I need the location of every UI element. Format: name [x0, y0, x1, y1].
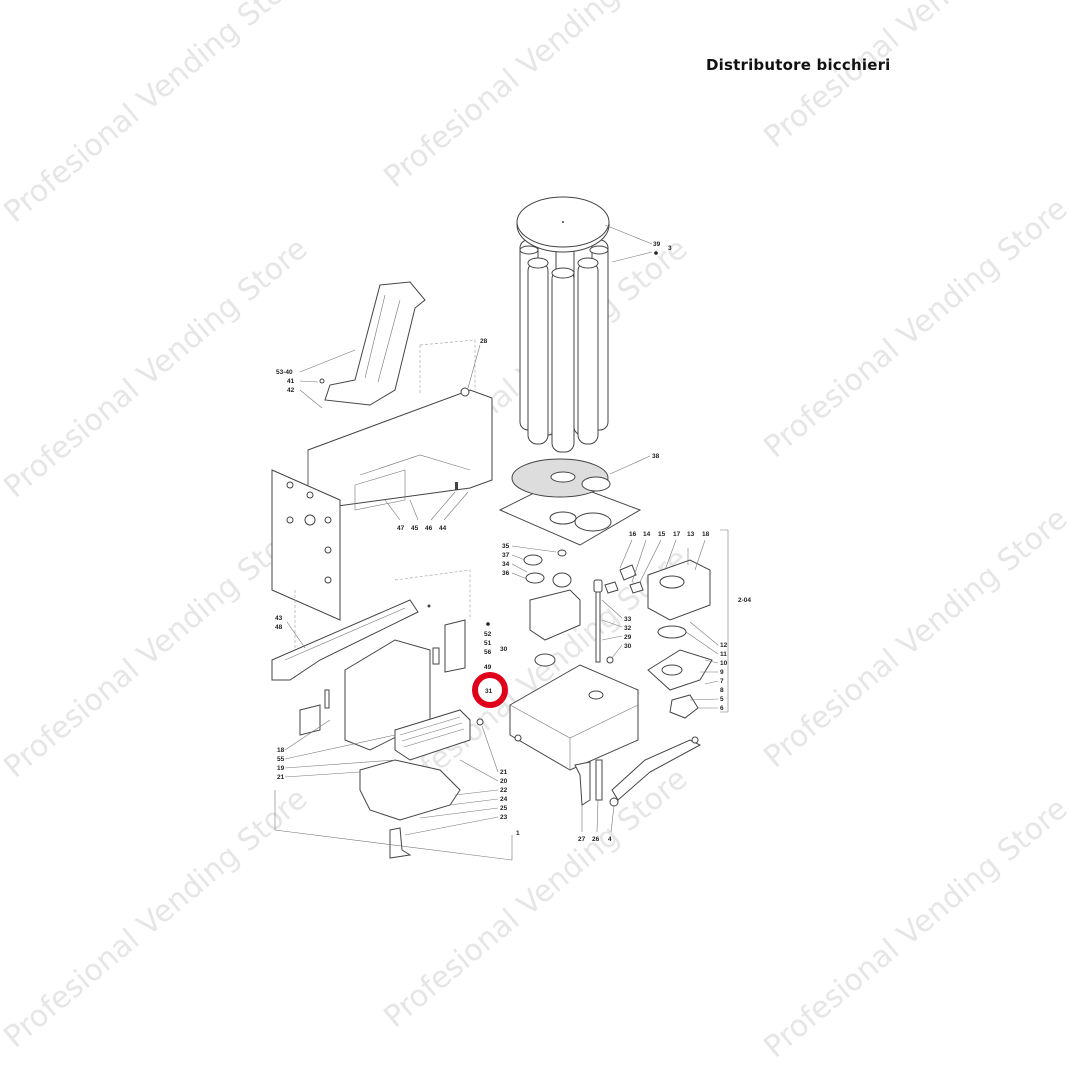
label-22: 22	[500, 787, 508, 794]
label-38: 38	[652, 453, 660, 460]
label-34: 34	[502, 561, 510, 568]
bottom-parts: 27 26 4	[574, 736, 702, 843]
label-26: 26	[592, 836, 600, 843]
cup-column: 39 3	[516, 196, 672, 453]
gear-stack: 35 37 34 36	[502, 543, 581, 641]
label-4: 4	[608, 836, 612, 843]
highlight-marker-31[interactable]: 31	[472, 672, 508, 708]
label-49: 49	[484, 664, 492, 671]
label-30-center: 30	[500, 646, 508, 653]
label-45: 45	[411, 525, 419, 532]
label-42: 42	[287, 387, 295, 394]
label-31: 31	[485, 688, 493, 695]
label-44: 44	[439, 525, 447, 532]
label-32: 32	[624, 625, 632, 632]
chute: 53-40 41 42	[276, 281, 426, 409]
label-55: 55	[277, 756, 285, 763]
label-5: 5	[720, 696, 724, 703]
label-25: 25	[500, 805, 508, 812]
motor-group: 16 14 15 17 13 18 2-04 12 11 10 9 7 8 5 …	[604, 529, 751, 719]
shaft: 33 32 29 30	[593, 579, 632, 664]
label-56: 56	[484, 649, 492, 656]
label-43: 43	[275, 615, 283, 622]
label-21-r: 21	[500, 769, 508, 776]
label-24: 24	[500, 796, 508, 803]
label-52: 52	[484, 631, 492, 638]
label-51: 51	[484, 640, 492, 647]
label-1: 1	[516, 830, 520, 837]
label-11: 11	[720, 651, 727, 658]
label-6: 6	[720, 705, 724, 712]
label-53-40: 53-40	[276, 369, 293, 376]
label-8: 8	[720, 687, 724, 694]
heater-assembly: 18 55 19 21 21 20 22 24 25 23 1	[274, 709, 520, 861]
label-35: 35	[502, 543, 510, 550]
label-18-top: 18	[702, 531, 710, 538]
label-36: 36	[502, 570, 510, 577]
label-20: 20	[500, 778, 508, 785]
label-39: 39	[653, 241, 661, 248]
label-14: 14	[643, 531, 651, 538]
label-29: 29	[624, 634, 632, 641]
label-21: 21	[277, 774, 285, 781]
label-30: 30	[624, 643, 632, 650]
label-12: 12	[720, 642, 728, 649]
label-10: 10	[720, 660, 728, 667]
label-7: 7	[720, 678, 724, 685]
diagram-title: Distributore bicchieri	[706, 56, 891, 74]
label-41: 41	[287, 378, 295, 385]
label-16: 16	[629, 531, 637, 538]
cross-rail: 43 48	[271, 599, 431, 681]
label-47: 47	[397, 525, 405, 532]
label-18: 18	[277, 747, 285, 754]
label-28: 28	[480, 338, 488, 345]
label-48: 48	[275, 624, 283, 631]
lower-box	[509, 653, 639, 771]
disc-plate: 38	[498, 453, 660, 546]
label-3: 3	[668, 245, 672, 252]
label-33: 33	[624, 616, 632, 623]
label-17: 17	[673, 531, 681, 538]
label-37: 37	[502, 552, 510, 559]
label-23: 23	[500, 814, 508, 821]
label-19: 19	[277, 765, 285, 772]
label-2-04: 2-04	[738, 597, 751, 604]
label-46: 46	[425, 525, 433, 532]
label-27: 27	[578, 836, 586, 843]
label-13: 13	[687, 531, 695, 538]
label-9: 9	[720, 669, 724, 676]
label-15: 15	[658, 531, 666, 538]
left-plate	[271, 469, 341, 680]
